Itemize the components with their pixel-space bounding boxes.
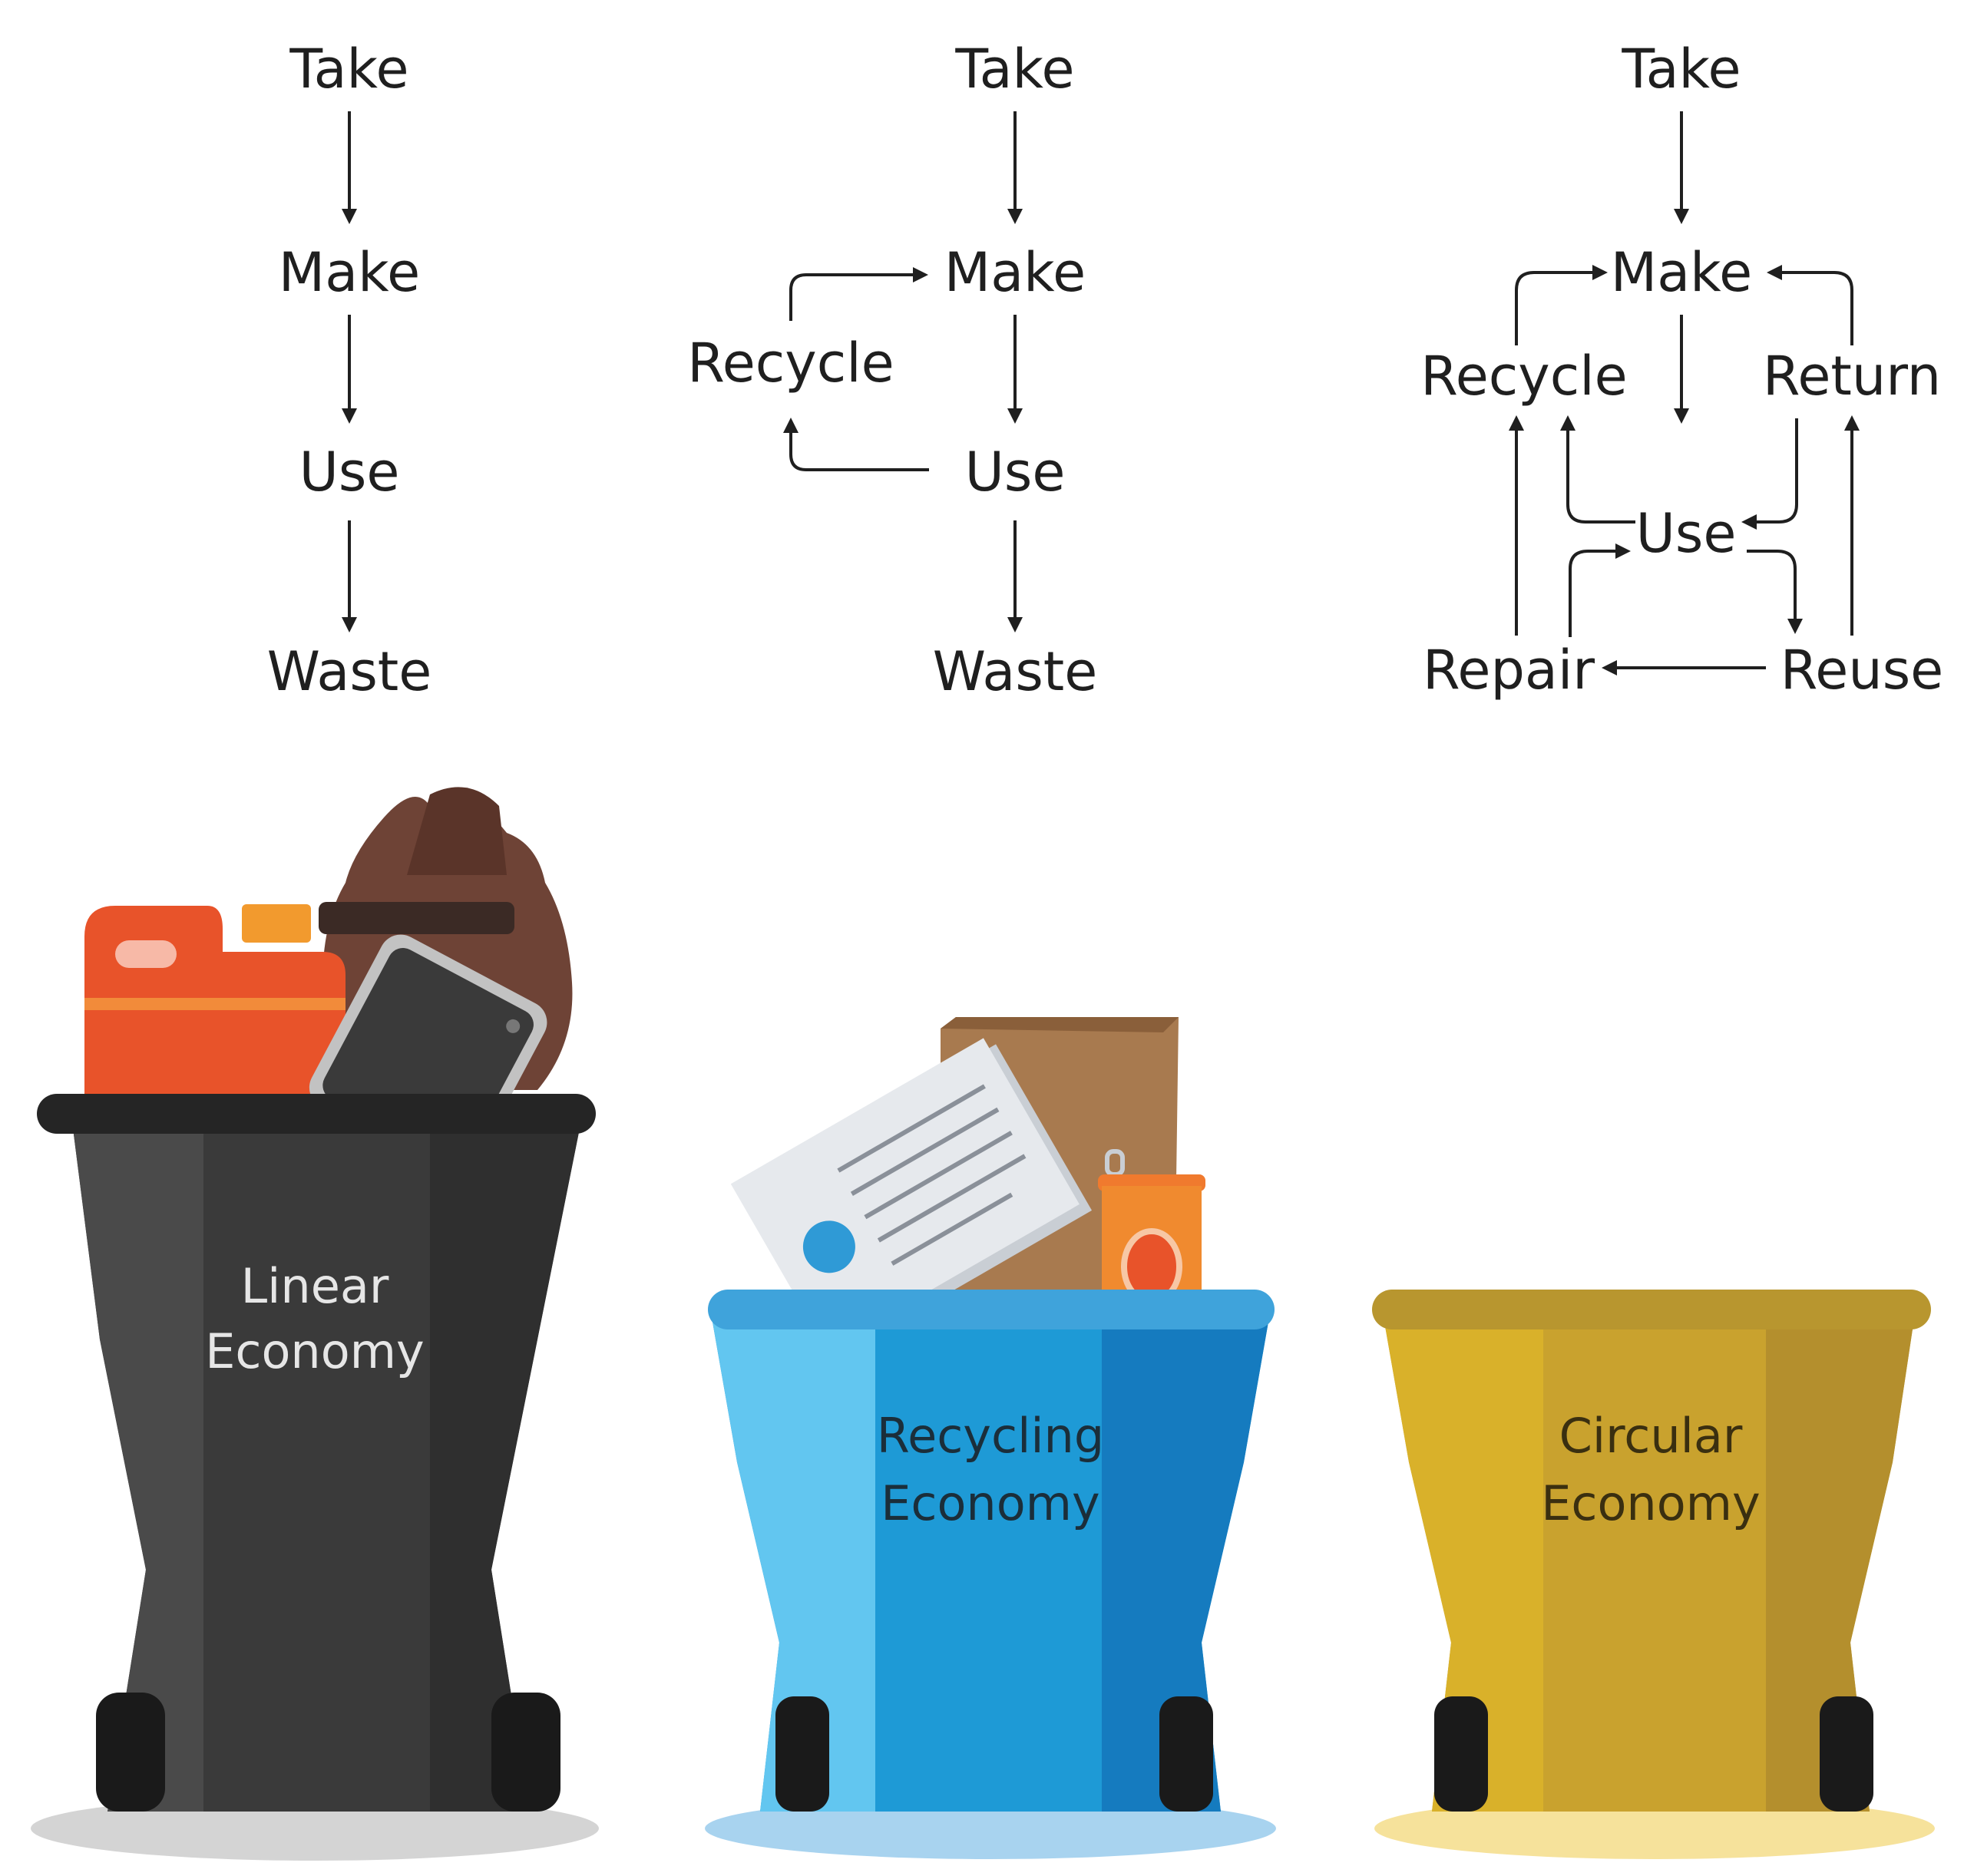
recycling-bin-contents: [730, 1017, 1205, 1356]
linear-bin-rim: [37, 1094, 596, 1134]
recycling-arrow-use-recycle: [783, 418, 929, 471]
circular-bin-label-line1: Circular: [1559, 1408, 1743, 1464]
linear-take-label: Take: [289, 38, 408, 101]
recycling-flow-diagram: Take Make Use Waste Recycle: [687, 38, 1097, 703]
circular-bin-shadow: [1374, 1798, 1935, 1859]
linear-bin-label-line1: Linear: [241, 1258, 389, 1314]
recycling-make-label: Make: [944, 241, 1086, 304]
recycling-economy-bin: Recycling Economy: [705, 1017, 1276, 1859]
circular-flow-diagram: Take Make Recycle Return Use Repair Reus…: [1420, 38, 1943, 702]
circular-bin-label-line2: Economy: [1541, 1475, 1761, 1531]
circular-repair-label: Repair: [1423, 639, 1595, 702]
recycling-waste-label: Waste: [933, 640, 1098, 703]
circular-arrow-return-use: [1741, 418, 1798, 530]
circular-use-label: Use: [1636, 502, 1737, 565]
circular-bin-wheel-left: [1434, 1696, 1488, 1812]
linear-bin-contents: [84, 787, 573, 1176]
recycling-use-label: Use: [965, 441, 1066, 504]
circular-arrow-repair-use: [1569, 543, 1631, 637]
recycling-bin-shadow: [705, 1798, 1276, 1859]
jerry-can-cap: [242, 904, 311, 943]
linear-flow-diagram: Take Make Use Waste: [267, 38, 432, 703]
linear-bin-wheel-left: [96, 1693, 165, 1812]
circular-bin-wheel-right: [1820, 1696, 1873, 1812]
recycling-take-label: Take: [954, 38, 1074, 101]
circular-recycle-label: Recycle: [1420, 345, 1627, 408]
linear-bin-wheel-right: [491, 1693, 560, 1812]
recycling-bin-wheel-left: [775, 1696, 829, 1812]
recycling-bin-label-line2: Economy: [881, 1475, 1100, 1531]
recycling-bin-label-line1: Recycling: [877, 1408, 1104, 1464]
circular-reuse-label: Reuse: [1780, 639, 1943, 702]
circular-arrow-recycle-make: [1515, 265, 1608, 345]
recycling-bin-rim: [708, 1290, 1275, 1329]
recycling-recycle-label: Recycle: [687, 332, 894, 395]
circular-arrow-use-recycle: [1560, 415, 1635, 523]
recycling-bin-wheel-right: [1159, 1696, 1213, 1812]
circular-arrow-return-make: [1767, 265, 1853, 345]
circular-return-label: Return: [1763, 345, 1941, 408]
recycling-arrow-recycle-make: [789, 267, 928, 321]
linear-make-label: Make: [279, 241, 420, 304]
linear-economy-bin: Linear Economy: [31, 787, 599, 1861]
circular-take-label: Take: [1621, 38, 1741, 101]
newspaper-icon: [730, 1038, 1093, 1356]
linear-use-label: Use: [299, 441, 400, 504]
circular-arrow-use-reuse: [1747, 550, 1803, 634]
linear-bin-shadow: [31, 1796, 599, 1861]
circular-make-label: Make: [1611, 241, 1752, 304]
circular-economy-bin: Circular Economy: [1372, 1290, 1935, 1859]
linear-waste-label: Waste: [267, 640, 432, 703]
linear-bin-label-line2: Economy: [205, 1323, 425, 1379]
circular-bin-rim: [1372, 1290, 1931, 1329]
garbage-bag-tie: [319, 902, 514, 934]
